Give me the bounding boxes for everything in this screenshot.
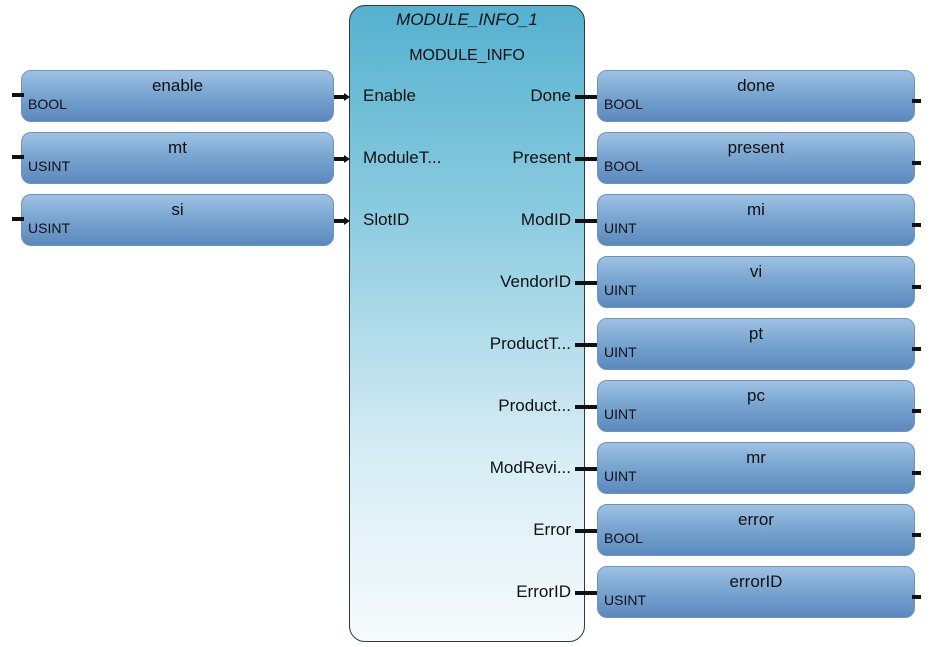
variable-type: UINT	[604, 220, 637, 236]
pin-label-vendorid: VendorID	[500, 272, 571, 291]
variable-right-stub	[912, 347, 921, 351]
output-variable-done[interactable]: done BOOL	[597, 70, 921, 122]
output-variable-error[interactable]: error BOOL	[597, 504, 921, 556]
variable-name: pc	[747, 386, 765, 405]
input-variable-enable[interactable]: enable BOOL	[12, 70, 334, 122]
pin-label-error: Error	[533, 520, 571, 539]
output-wire-modrevision	[575, 467, 597, 471]
output-wire-vendorid	[575, 281, 597, 285]
variable-type: USINT	[28, 220, 70, 236]
input-arrow-moduletype	[344, 155, 350, 163]
pin-label-modid: ModID	[520, 210, 571, 229]
variable-type: BOOL	[604, 158, 643, 174]
input-arrow-enable	[344, 93, 350, 101]
output-variable-vi[interactable]: vi UINT	[597, 256, 921, 308]
variable-left-stub	[12, 217, 24, 221]
variable-right-stub	[912, 99, 921, 103]
input-wire-slotid	[334, 219, 344, 223]
variable-left-stub	[12, 155, 24, 159]
variable-name: done	[737, 76, 775, 95]
variable-type: UINT	[604, 468, 637, 484]
input-variable-si[interactable]: si USINT	[12, 194, 334, 246]
variable-type: BOOL	[604, 96, 643, 112]
variable-right-stub	[912, 223, 921, 227]
pin-label-modrevision: ModRevi...	[489, 458, 571, 477]
output-variable-mi[interactable]: mi UINT	[597, 194, 921, 246]
output-wire-productcode	[575, 405, 597, 409]
function-block-module-info[interactable]	[349, 5, 585, 642]
input-wire-enable	[334, 95, 344, 99]
input-variable-mt[interactable]: mt USINT	[12, 132, 334, 184]
variable-name: errorID	[729, 572, 783, 591]
input-arrow-slotid	[344, 217, 350, 225]
variable-type: BOOL	[604, 530, 643, 546]
output-variable-present[interactable]: present BOOL	[597, 132, 921, 184]
output-variable-errorid[interactable]: errorID USINT	[597, 566, 921, 618]
pin-label-slotid: SlotID	[363, 210, 410, 229]
variable-type: UINT	[604, 282, 637, 298]
variable-right-stub	[912, 471, 921, 475]
output-variable-mr[interactable]: mr UINT	[597, 442, 921, 494]
variable-name: mr	[746, 448, 766, 467]
output-variable-pc[interactable]: pc UINT	[597, 380, 921, 432]
pin-label-enable: Enable	[363, 86, 416, 105]
variable-right-stub	[912, 533, 921, 537]
variable-name: mt	[168, 138, 187, 157]
variable-right-stub	[912, 285, 921, 289]
pin-label-producttype: ProductT...	[489, 334, 571, 353]
variable-right-stub	[912, 409, 921, 413]
variable-name: si	[171, 200, 184, 219]
output-variable-pt[interactable]: pt UINT	[597, 318, 921, 370]
variable-name: pt	[748, 324, 764, 343]
variable-name: error	[738, 510, 774, 529]
variable-type: USINT	[604, 592, 646, 608]
variable-left-stub	[12, 93, 24, 97]
variable-name: vi	[749, 262, 763, 281]
variable-type: UINT	[604, 406, 637, 422]
output-wire-modid	[575, 219, 597, 223]
block-type-name: MODULE_INFO	[409, 47, 525, 64]
variable-right-stub	[912, 595, 921, 599]
variable-right-stub	[912, 161, 921, 165]
output-wire-error	[575, 529, 597, 533]
pin-label-productcode: Product...	[498, 396, 571, 415]
pin-label-present: Present	[512, 148, 571, 167]
output-wire-producttype	[575, 343, 597, 347]
pin-label-done: Done	[530, 86, 571, 105]
pin-label-errorid: ErrorID	[516, 582, 571, 601]
variable-name: enable	[151, 76, 204, 95]
variable-name: mi	[747, 200, 765, 219]
pin-label-moduletype: ModuleT...	[363, 148, 442, 167]
output-wire-done	[575, 95, 597, 99]
variable-type: USINT	[28, 158, 70, 174]
input-wire-moduletype	[334, 157, 344, 161]
variable-type: BOOL	[28, 96, 67, 112]
output-wire-errorid	[575, 591, 597, 595]
block-instance-name: MODULE_INFO_1	[396, 10, 538, 29]
variable-name: present	[727, 138, 785, 157]
output-wire-present	[575, 157, 597, 161]
variable-type: UINT	[604, 344, 637, 360]
